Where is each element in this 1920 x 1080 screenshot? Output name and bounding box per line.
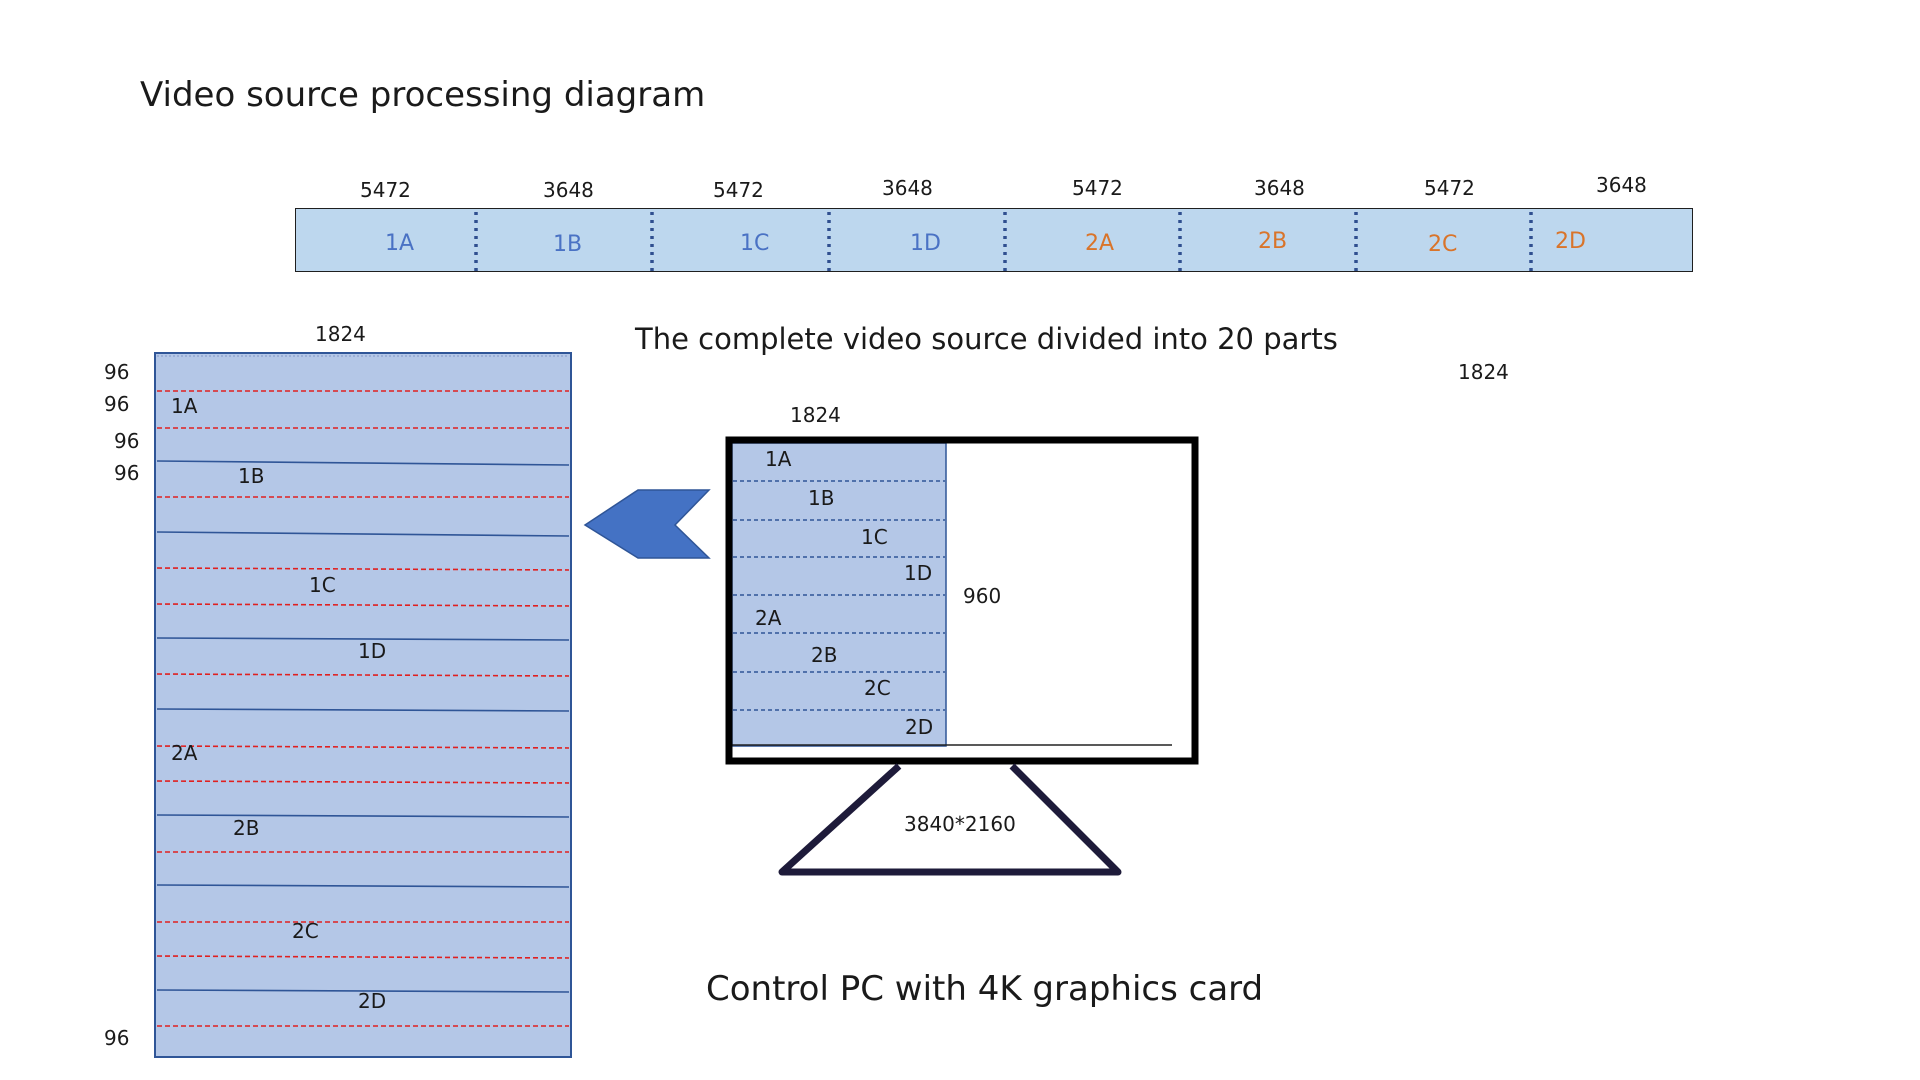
diagram-subtitle: The complete video source divided into 2… (635, 322, 1338, 356)
band-segment-label: 1C (740, 231, 770, 256)
strip-part-label: 1C (309, 573, 336, 597)
strip-row-height-label: 96 (114, 429, 140, 453)
monitor-stand (778, 763, 1122, 876)
tall-strip (154, 352, 572, 1058)
strip-part-divider (156, 884, 570, 888)
band-segment-width-label: 3648 (882, 176, 933, 200)
strip-part-label: 1D (358, 639, 387, 663)
monitor-width-label: 1824 (790, 403, 841, 427)
strip-part-divider (156, 531, 570, 537)
strip-row-divider-dashed (156, 780, 570, 784)
strip-row-divider-dashed (156, 603, 570, 607)
strip-row-divider-dashed (156, 745, 570, 749)
video-source-band (295, 208, 1693, 272)
band-segment-width-label: 3648 (543, 178, 594, 202)
monitor-part-label: 2D (905, 715, 934, 739)
strip-row-height-label: 96 (104, 1026, 130, 1050)
strip-part-divider (156, 708, 570, 712)
monitor-part-label: 2B (811, 643, 838, 667)
band-segment-label: 2C (1428, 232, 1458, 257)
band-segment-width-label: 3648 (1596, 173, 1647, 197)
strip-row-divider-dashed (156, 567, 570, 571)
strip-part-label: 1A (171, 394, 198, 418)
strip-part-divider (156, 637, 570, 641)
band-segment-label: 2B (1258, 229, 1288, 254)
band-segment-width-label: 5472 (360, 178, 411, 202)
band-segment-label: 1D (910, 231, 941, 256)
band-segment-width-label: 3648 (1254, 176, 1305, 200)
monitor-part-label: 2C (864, 676, 891, 700)
monitor-caption: Control PC with 4K graphics card (706, 969, 1264, 1009)
monitor-part-label: 2A (755, 606, 782, 630)
strip-body (154, 352, 572, 1058)
band-segment-label: 1B (553, 232, 583, 257)
monitor-height-label: 960 (963, 584, 1002, 608)
strip-width-label: 1824 (315, 322, 366, 346)
monitor-icon (725, 436, 1199, 876)
monitor-part-label: 1B (808, 486, 835, 510)
strip-row-height-label: 96 (114, 461, 140, 485)
strip-part-divider (156, 989, 570, 993)
strip-part-label: 2D (358, 989, 387, 1013)
strip-part-label: 1B (238, 464, 265, 488)
monitor-part-label: 1C (861, 525, 888, 549)
strip-part-label: 2A (171, 741, 198, 765)
strip-part-label: 2B (233, 816, 260, 840)
monitor-part-label: 1A (765, 447, 792, 471)
band-segment-width-label: 5472 (713, 178, 764, 202)
monitor-resolution-label: 3840*2160 (904, 812, 1016, 836)
strip-row-height-label: 96 (104, 360, 130, 384)
strip-row-height-label: 96 (104, 392, 130, 416)
stray-width-label: 1824 (1458, 360, 1509, 384)
left-arrow-icon (583, 489, 711, 559)
strip-part-divider (156, 460, 570, 466)
band-segment-width-label: 5472 (1424, 176, 1475, 200)
band-segment-label: 2A (1085, 231, 1115, 256)
monitor-frame (725, 436, 1199, 765)
band-segment-label: 2D (1555, 229, 1586, 254)
strip-part-divider (156, 814, 570, 818)
page-title: Video source processing diagram (140, 75, 706, 115)
band-segment-label: 1A (385, 231, 415, 256)
strip-part-label: 2C (292, 919, 319, 943)
monitor-part-label: 1D (904, 561, 933, 585)
strip-row-divider-dashed (156, 955, 570, 959)
strip-row-divider-dashed (156, 673, 570, 677)
band-segment-width-label: 5472 (1072, 176, 1123, 200)
